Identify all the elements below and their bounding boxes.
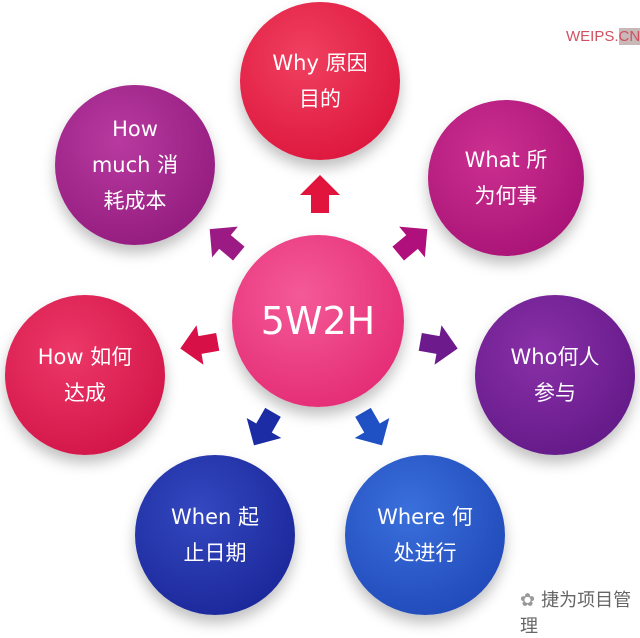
how-much-label: How much 消 耗成本 xyxy=(91,117,179,213)
where-label: Where 何 处进行 xyxy=(377,505,473,565)
arrow-icon xyxy=(392,226,428,261)
arrow-icon xyxy=(209,226,245,261)
watermark-weips: WEIPS.CN xyxy=(566,28,640,45)
node-who: Who何人 参与 xyxy=(475,295,635,455)
watermark-wechat: ✿捷为项目管理 xyxy=(520,590,632,637)
node-what: What 所 为何事 xyxy=(428,100,584,256)
node-why: Why 原因 目的 xyxy=(240,2,400,160)
how-label: How 如何 达成 xyxy=(37,345,133,405)
when-label: When 起 止日期 xyxy=(171,505,259,565)
why-label: Why 原因 目的 xyxy=(272,51,368,111)
arrow-icon xyxy=(300,175,340,213)
hub-label: 5W2H xyxy=(260,299,376,343)
arrow-icon xyxy=(418,325,458,365)
arrow-icon xyxy=(354,407,390,446)
who-label: Who何人 参与 xyxy=(510,345,600,405)
node-where: Where 何 处进行 xyxy=(345,455,505,615)
wechat-icon: ✿ xyxy=(520,590,536,611)
node-how-much: How much 消 耗成本 xyxy=(55,85,215,245)
hub-5w2h: 5W2H xyxy=(232,235,404,407)
arrow-icon xyxy=(246,407,282,446)
what-label: What 所 为何事 xyxy=(464,148,548,208)
node-when: When 起 止日期 xyxy=(135,455,295,615)
arrow-icon xyxy=(180,325,220,365)
node-how: How 如何 达成 xyxy=(5,295,165,455)
